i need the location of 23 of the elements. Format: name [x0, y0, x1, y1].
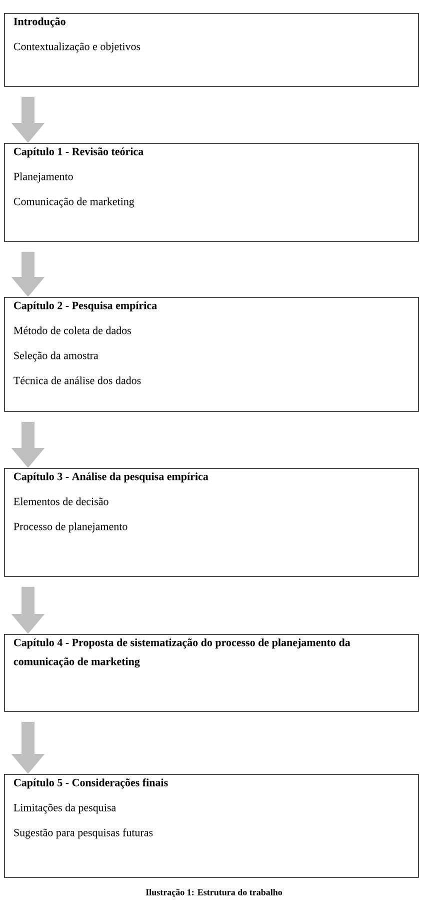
- topic-text: Elementos de decisão: [14, 497, 108, 506]
- chapter-heading: Introdução: [14, 17, 66, 28]
- chapter-box: [4, 297, 419, 412]
- chapter-box: [4, 774, 419, 878]
- chapter-heading: Capítulo 5 - Considerações finais: [14, 778, 168, 789]
- chapter-heading: Capítulo 3 - Análise da pesquisa empírica: [14, 472, 208, 482]
- chapter-heading: Capítulo 4 - Proposta de sistematização do processo de planejamento da comunicação de marketing: [14, 638, 350, 668]
- topic-text: Processo de planejamento: [14, 522, 128, 532]
- chapter-box: [4, 142, 419, 242]
- chapter-heading: Capítulo 2 - Pesquisa empírica: [14, 301, 157, 312]
- chapter-box: [4, 468, 419, 577]
- topic-text: Contextualização e objetivos: [14, 42, 140, 52]
- chapter-box: [4, 12, 419, 87]
- topic-text: Limitações da pesquisa: [14, 804, 116, 814]
- chapter-box: [4, 634, 419, 712]
- topic-text: Planejamento: [14, 172, 73, 182]
- topic-text: Comunicação de marketing: [14, 197, 134, 208]
- topic-text: Sugestão para pesquisas futuras: [14, 828, 153, 839]
- topic-text: Seleção da amostra: [14, 351, 98, 362]
- topic-text: Método de coleta de dados: [14, 326, 131, 334]
- topic-text: Técnica de análise dos dados: [14, 376, 141, 384]
- caption: Ilustração 1: Estrutura do trabalho: [146, 888, 282, 898]
- chapter-heading: Capítulo 1 - Revisão teórica: [14, 147, 144, 158]
